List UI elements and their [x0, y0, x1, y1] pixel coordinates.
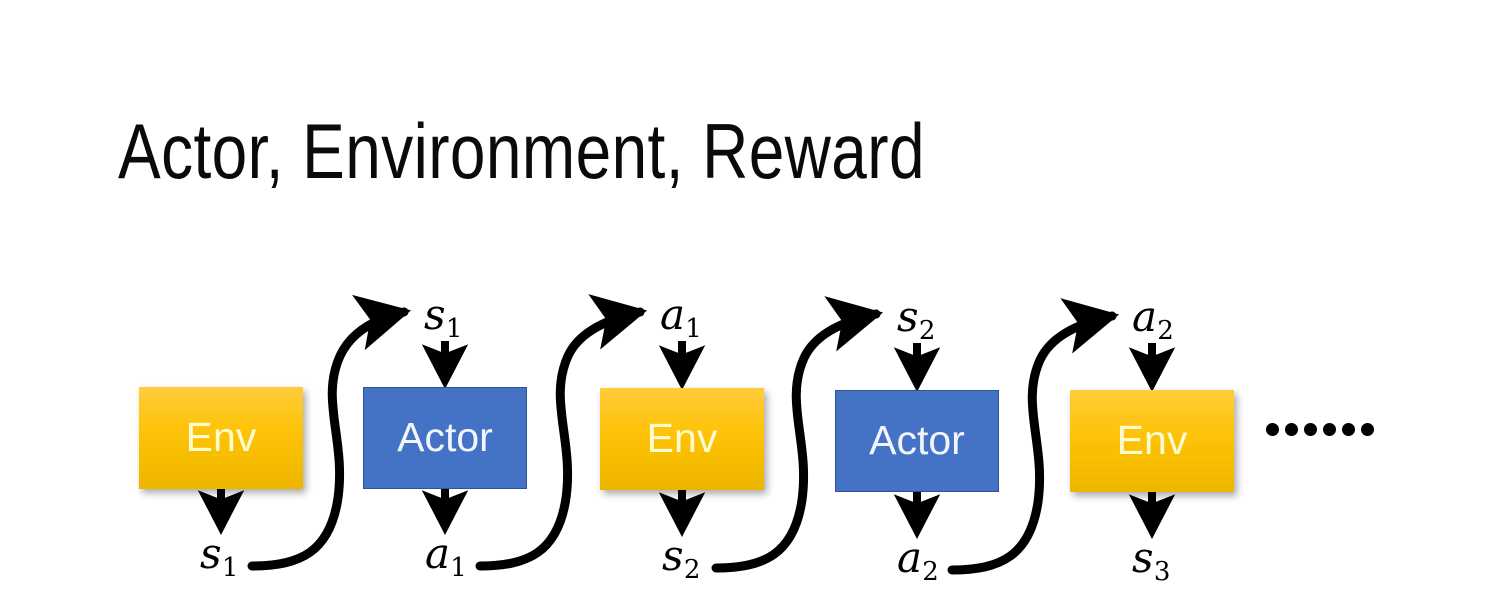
label-top-s2: s2 — [897, 296, 935, 344]
label-base: a — [897, 533, 923, 582]
label-bottom-s3: s3 — [1132, 537, 1170, 585]
label-bottom-a1: a1 — [425, 533, 467, 581]
ellipsis-dot — [1285, 423, 1298, 436]
label-bottom-a2: a2 — [897, 537, 939, 585]
node-label: Actor — [869, 416, 965, 463]
label-top-s1: s1 — [424, 294, 462, 342]
label-base: s — [424, 290, 446, 339]
label-subscript: 2 — [683, 554, 701, 585]
ellipsis-dot — [1361, 423, 1374, 436]
label-base: s — [1132, 533, 1154, 582]
label-base: a — [1132, 292, 1158, 341]
label-top-a2: a2 — [1132, 296, 1174, 344]
label-base: a — [425, 529, 451, 578]
ellipsis-dot — [1304, 423, 1317, 436]
node-label: Actor — [397, 413, 493, 460]
label-subscript: 3 — [1153, 556, 1171, 587]
ellipsis-dot — [1266, 423, 1279, 436]
label-base: a — [660, 290, 686, 339]
label-bottom-s2: s2 — [662, 535, 700, 583]
page-title: Actor, Environment, Reward — [118, 107, 925, 195]
label-subscript: 2 — [918, 315, 936, 346]
node-label: Env — [1116, 416, 1188, 463]
label-base: s — [662, 531, 684, 580]
label-subscript: 2 — [1157, 315, 1174, 346]
label-bottom-s1: s1 — [200, 533, 238, 581]
node-actor-1[interactable]: Actor — [363, 387, 527, 489]
down-arrows-out-of-boxes — [197, 489, 1176, 540]
node-label: Env — [646, 414, 718, 461]
node-env-3[interactable]: Env — [1070, 390, 1234, 492]
ellipsis-dot — [1323, 423, 1336, 436]
down-arrows-into-boxes — [421, 341, 1176, 393]
ellipsis-indicator — [1266, 423, 1374, 436]
ellipsis-dot — [1342, 423, 1355, 436]
node-label: Env — [185, 413, 257, 460]
node-env-2[interactable]: Env — [600, 388, 764, 490]
label-top-a1: a1 — [660, 294, 702, 342]
label-base: s — [897, 292, 919, 341]
label-subscript: 1 — [445, 313, 463, 344]
node-actor-2[interactable]: Actor — [835, 390, 999, 492]
label-subscript: 2 — [922, 556, 939, 587]
ellipsis-dot-group-2 — [1323, 423, 1374, 436]
label-subscript: 1 — [685, 313, 702, 344]
label-subscript: 1 — [221, 552, 239, 583]
label-subscript: 1 — [450, 552, 467, 583]
label-base: s — [200, 529, 222, 578]
node-env-1[interactable]: Env — [139, 387, 303, 489]
ellipsis-dot-group-1 — [1266, 423, 1317, 436]
